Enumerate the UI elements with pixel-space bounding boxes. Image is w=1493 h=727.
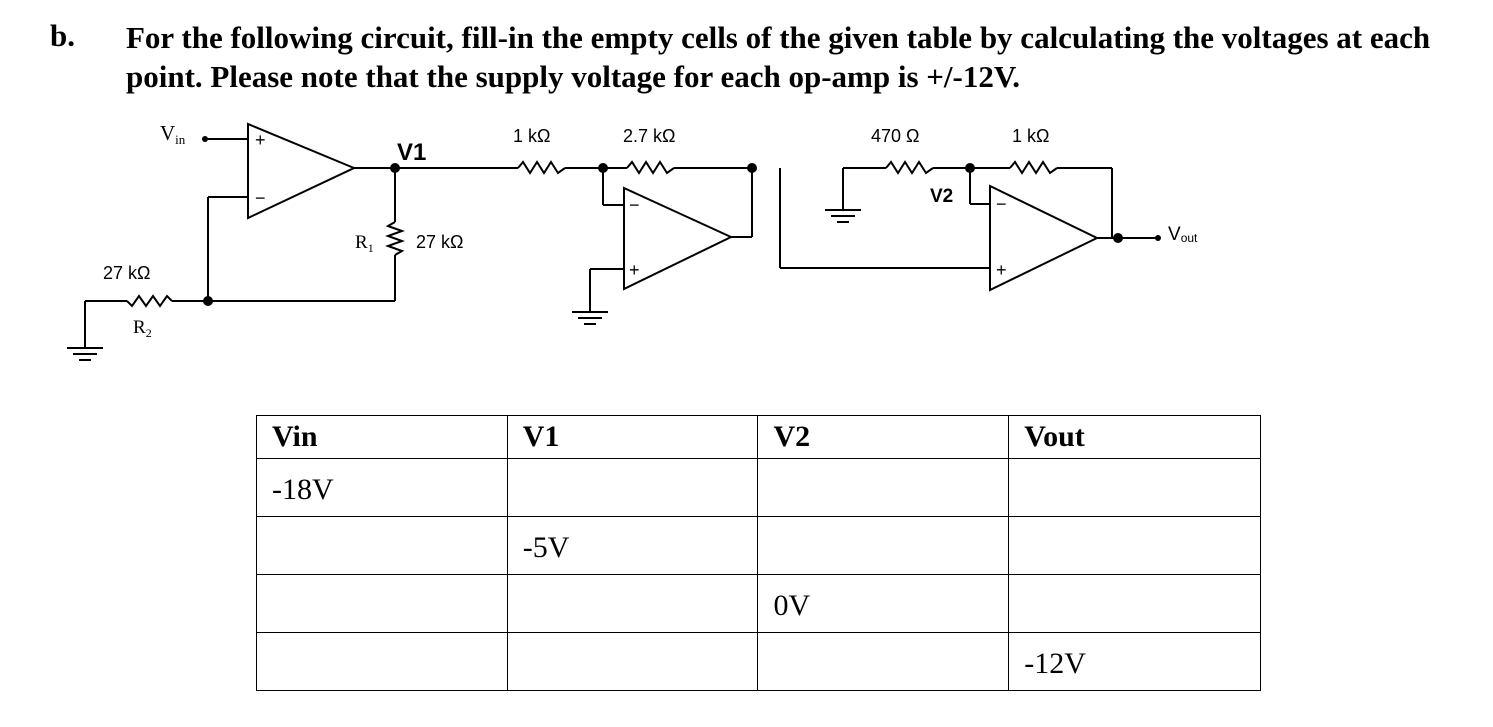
opamp-3-symbol [989,184,1100,292]
table-cell[interactable] [1008,574,1261,633]
opamp-1-plus: + [255,130,266,150]
v1-label: V1 [397,139,426,166]
voltage-table: Vin V1 V2 Vout -18V -5V 0V - [256,415,1261,691]
table-cell[interactable] [757,516,1010,575]
table-cell[interactable] [757,632,1010,691]
resistor-1k-b [1009,160,1058,175]
resistor-1k-b-label: 1 kΩ [1012,126,1049,146]
table-row: -18V [256,458,1261,517]
r2-value: 27 kΩ [103,263,150,283]
question-text: For the following circuit, fill-in the e… [126,20,1431,94]
opamp-2-symbol [623,186,734,291]
table-row: -5V [256,516,1261,575]
question-label: b. [50,18,75,53]
opamp-3-minus: − [996,194,1007,214]
table-cell[interactable] [256,574,508,633]
resistor-470-label: 470 Ω [871,126,920,146]
header-v1: V1 [506,415,759,459]
table-row: 0V [256,574,1261,633]
opamp-2-minus: − [629,195,640,215]
r2-label: R2 [133,317,152,340]
header-vout: Vout [1008,415,1261,459]
circuit-diagram: + − − + − + Vin V1 V2 Vout 1 kΩ 2.7 kΩ 4… [67,121,1198,361]
resistor-1k-a [517,160,566,175]
table-cell[interactable] [256,516,508,575]
vout-label: Vout [1168,224,1198,245]
table-cell[interactable] [506,458,759,517]
table-cell[interactable]: -18V [256,458,508,517]
table-cell[interactable] [757,458,1010,517]
table-cell[interactable] [256,632,508,691]
vin-label: Vin [160,121,186,147]
table-header-row: Vin V1 V2 Vout [256,415,1261,459]
opamp-2-plus: + [629,260,640,280]
header-vin: Vin [256,415,508,459]
resistor-2k7-label: 2.7 kΩ [623,126,675,146]
table-row: -12V [256,632,1261,691]
opamp-1-minus: − [255,188,266,208]
resistor-1k-a-label: 1 kΩ [513,126,550,146]
table-cell[interactable] [506,632,759,691]
r1-value: 27 kΩ [416,232,463,252]
opamp-1-symbol [247,122,357,220]
resistor-r1 [385,221,405,256]
resistor-2k7 [626,160,675,175]
header-v2: V2 [757,415,1010,459]
resistor-470 [885,160,934,175]
table-cell[interactable]: -5V [506,516,759,575]
opamp-3-plus: + [996,260,1007,280]
v2-label: V2 [930,186,953,207]
resistor-r2 [126,294,173,308]
r1-label: R1 [355,232,374,255]
table-cell[interactable]: 0V [757,574,1010,633]
table-cell[interactable] [506,574,759,633]
table-cell[interactable] [1008,516,1261,575]
table-cell[interactable] [1008,458,1261,517]
table-cell[interactable]: -12V [1008,632,1261,691]
